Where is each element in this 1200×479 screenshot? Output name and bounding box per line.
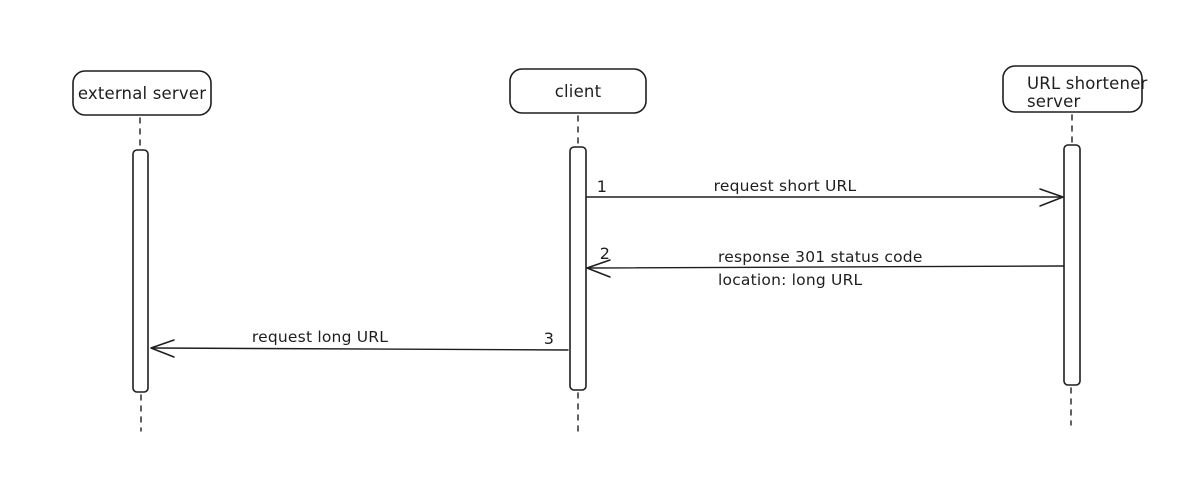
message-label-2-line1: response 301 status code	[718, 248, 923, 266]
message-label-2-line2: location: long URL	[718, 271, 863, 289]
actor-label-url-shortener-server-line1: URL shortener	[1027, 74, 1148, 93]
sequence-number-2: 2	[600, 244, 610, 263]
activation-bar-url-shortener-server	[1063, 144, 1081, 386]
actor-box-client	[509, 68, 647, 114]
activation-bar-client	[569, 146, 587, 391]
actor-external-server: external server	[72, 70, 212, 432]
arrowhead-left-icon	[150, 339, 175, 358]
message-label-3: request long URL	[252, 328, 388, 346]
activation-bar-external-server	[132, 149, 149, 393]
message-1: 1 request short URL	[586, 177, 1064, 207]
actor-label-client: client	[555, 82, 602, 101]
sequence-number-1: 1	[597, 177, 607, 196]
message-arrow-line-2	[587, 265, 1065, 269]
arrowhead-left-icon	[586, 259, 611, 278]
message-arrow-line-3	[151, 347, 569, 351]
actor-box-url-shortener-server	[1002, 65, 1143, 113]
actor-box-external-server	[72, 70, 212, 116]
actor-client: client	[509, 68, 647, 433]
actor-label-url-shortener-server-line2: server	[1027, 92, 1080, 111]
actor-url-shortener-server: URL shortener server	[1002, 65, 1148, 426]
message-label-1: request short URL	[714, 177, 857, 195]
message-2: 2 response 301 status code location: lon…	[586, 244, 1065, 289]
message-3: 3 request long URL	[150, 328, 569, 358]
arrowhead-right-icon	[1039, 188, 1064, 207]
sequence-number-3: 3	[544, 329, 554, 348]
actor-label-external-server: external server	[78, 84, 206, 103]
